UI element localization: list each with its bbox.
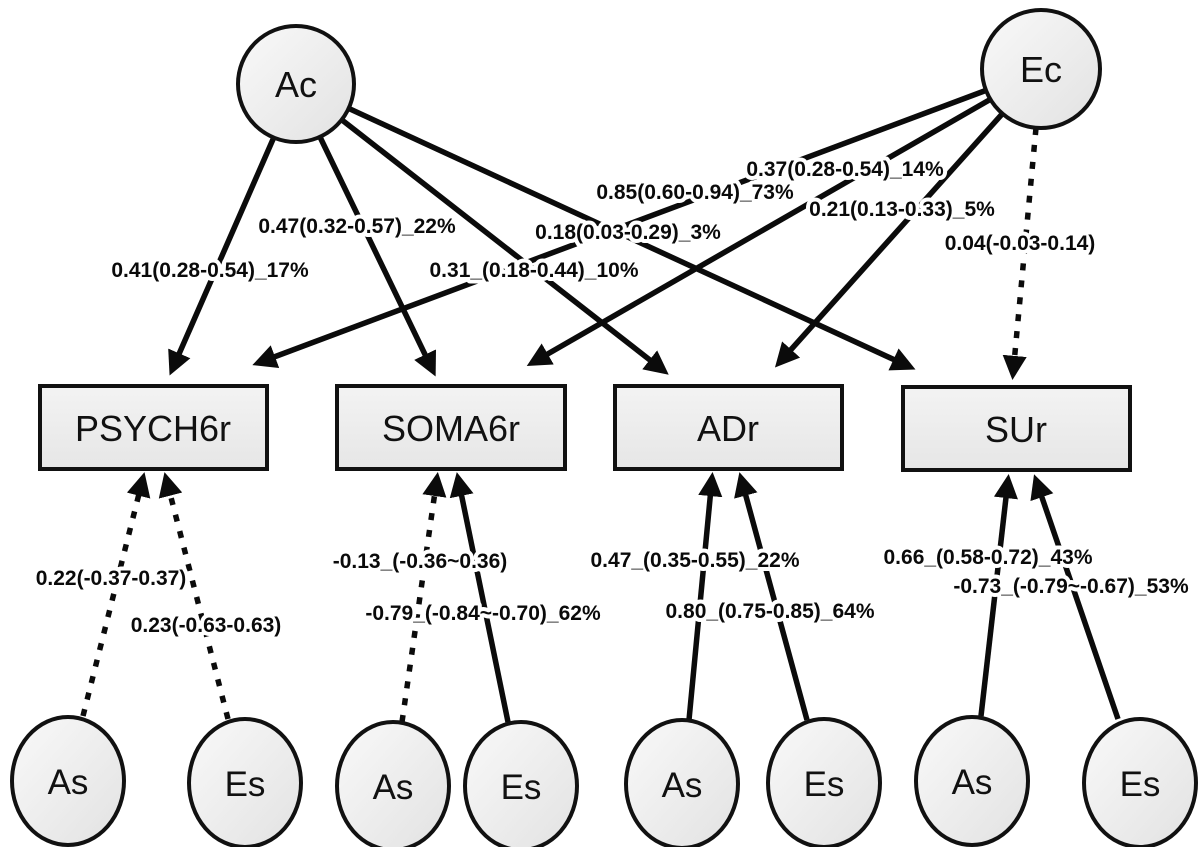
latent-label-As2: As — [373, 768, 414, 807]
path-Ec-SOMA6r — [526, 96, 993, 367]
path-label-Ec-PSYCH6r: 0.85(0.60-0.94)_73% — [596, 181, 794, 204]
path-label-Es2-SOMA6r: -0.79_(-0.84~-0.70)_62% — [365, 602, 601, 625]
path-label-Ac-ADr: 0.31_(0.18-0.44)_10% — [430, 259, 639, 282]
latent-ellipse-As3 — [624, 718, 740, 847]
path-As2-SOMA6r — [399, 472, 447, 723]
latent-label-Ec: Ec — [1020, 49, 1062, 90]
path-label-As3-ADr: 0.47_(0.35-0.55)_22% — [591, 549, 800, 572]
latent-ellipse-Es4 — [1082, 717, 1198, 847]
path-Ec-SUr — [1002, 127, 1039, 381]
latent-circle-Ac — [236, 24, 356, 144]
path-label-As1-PSYCH6r: 0.22(-0.37-0.37) — [36, 567, 187, 590]
observed-node-PSYCH6r: PSYCH6r — [38, 384, 269, 471]
latent-ellipse-As2 — [335, 720, 451, 847]
path-Ac-SOMA6r — [317, 135, 437, 377]
path-label-Ec-SOMA6r: 0.37(0.28-0.54)_14% — [746, 158, 944, 181]
latent-node-As1: As — [10, 715, 126, 847]
latent-node-Ac: Ac — [236, 24, 356, 144]
observed-box-PSYCH6r — [38, 384, 269, 471]
latent-label-Es3: Es — [804, 765, 845, 804]
path-Es3-ADr — [734, 472, 810, 721]
latent-ellipse-Es3 — [766, 717, 882, 847]
latent-label-As3: As — [662, 766, 703, 805]
latent-label-Ac: Ac — [275, 64, 317, 105]
path-Es1-PSYCH6r — [158, 472, 231, 720]
latent-node-Es4: Es — [1082, 717, 1198, 847]
latent-node-Es3: Es — [766, 717, 882, 847]
path-Es4-SUr — [1030, 474, 1121, 720]
observed-box-SUr — [901, 385, 1132, 472]
edges-group — [80, 87, 1121, 723]
observed-node-SOMA6r: SOMA6r — [335, 384, 567, 471]
latent-label-As1: As — [48, 763, 89, 802]
path-label-Ac-PSYCH6r: 0.41(0.28-0.54)_17% — [111, 259, 309, 282]
latent-ellipse-As1 — [10, 715, 126, 847]
latent-label-Es4: Es — [1120, 765, 1161, 804]
path-label-As2-SOMA6r: -0.13_(-0.36~0.36) — [333, 550, 508, 573]
latent-label-As4: As — [952, 763, 993, 802]
path-As1-PSYCH6r — [80, 472, 151, 717]
path-label-Ec-SUr: 0.04(-0.03-0.14) — [945, 232, 1096, 255]
path-label-Es4-SUr: -0.73_(-0.79~-0.67)_53% — [953, 575, 1189, 598]
observed-box-SOMA6r — [335, 384, 567, 471]
latent-ellipse-Es1 — [187, 717, 303, 847]
path-Ac-PSYCH6r — [168, 135, 277, 376]
path-As3-ADr — [686, 471, 723, 721]
path-label-Ac-SOMA6r: 0.47(0.32-0.57)_22% — [258, 215, 456, 238]
observed-node-SUr: SUr — [901, 385, 1132, 472]
path-label-Ec-ADr: 0.21(0.13-0.33)_5% — [809, 198, 995, 221]
edge-labels-group: 0.41(0.28-0.54)_17% 0.47(0.32-0.57)_22% … — [32, 154, 1193, 641]
observed-label-SOMA6r: SOMA6r — [382, 408, 520, 449]
observed-node-ADr: ADr — [613, 384, 844, 471]
path-As4-SUr — [978, 473, 1018, 717]
latent-node-Es2: Es — [463, 720, 579, 847]
path-label-Es1-PSYCH6r: 0.23(-0.63-0.63) — [131, 614, 282, 637]
latent-node-As3: As — [624, 718, 740, 847]
path-Ec-PSYCH6r — [252, 87, 988, 368]
latent-ellipse-As4 — [914, 715, 1030, 847]
observed-label-PSYCH6r: PSYCH6r — [75, 408, 231, 449]
path-Ec-ADr — [774, 111, 1006, 368]
observed-label-ADr: ADr — [697, 408, 759, 449]
observed-box-ADr — [613, 384, 844, 471]
latent-label-Es2: Es — [501, 768, 542, 807]
path-Es2-SOMA6r — [449, 472, 511, 723]
latent-node-As4: As — [914, 715, 1030, 847]
latent-circle-Ec — [980, 8, 1102, 130]
latent-node-Ec: Ec — [980, 8, 1102, 130]
observed-label-SUr: SUr — [985, 409, 1047, 450]
latent-node-Es1: Es — [187, 717, 303, 847]
path-Ac-ADr — [340, 117, 669, 375]
path-label-Ac-SUr: 0.18(0.03-0.29)_3% — [535, 221, 721, 244]
latent-ellipse-Es2 — [463, 720, 579, 847]
path-label-As4-SUr: 0.66_(0.58-0.72)_43% — [884, 546, 1093, 569]
latent-node-As2: As — [335, 720, 451, 847]
latent-label-Es1: Es — [225, 765, 266, 804]
path-label-Es3-ADr: 0.80_(0.75-0.85)_64% — [666, 600, 875, 623]
